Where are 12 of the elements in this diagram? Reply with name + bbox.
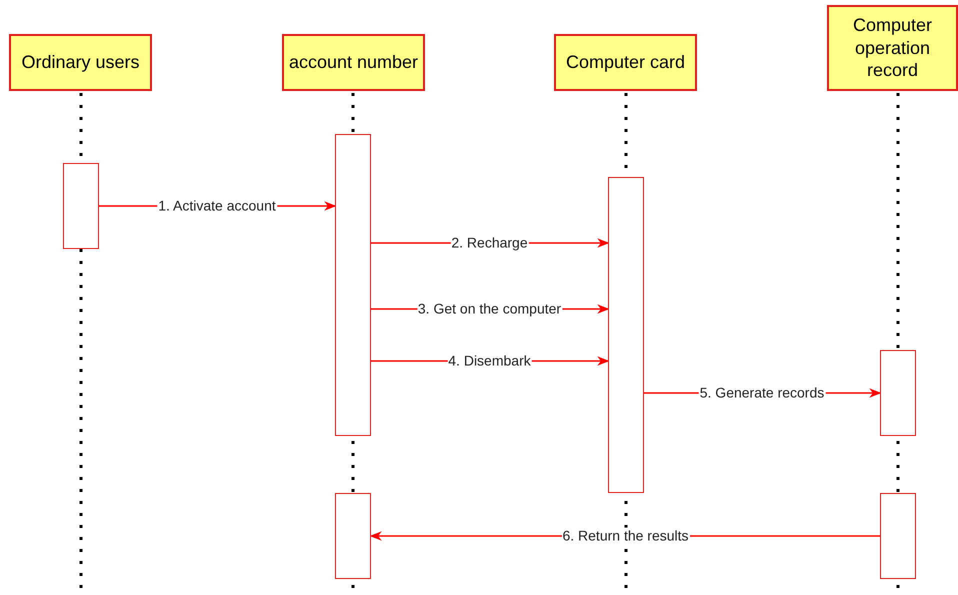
lifeline-header: account number: [282, 34, 425, 91]
edge-label: 2. Recharge: [450, 234, 529, 252]
activation-bar: [880, 493, 916, 579]
lifeline-header: Computer operation record: [827, 5, 958, 91]
activation-bar: [608, 177, 644, 493]
activation-bar: [335, 134, 371, 436]
lifeline-header: Ordinary users: [9, 34, 152, 91]
activation-bar: [63, 163, 99, 249]
edge-label: 3. Get on the computer: [416, 300, 562, 318]
activation-bar: [335, 493, 371, 579]
activation-bar: [880, 350, 916, 436]
lifeline-header: Computer card: [554, 34, 697, 91]
